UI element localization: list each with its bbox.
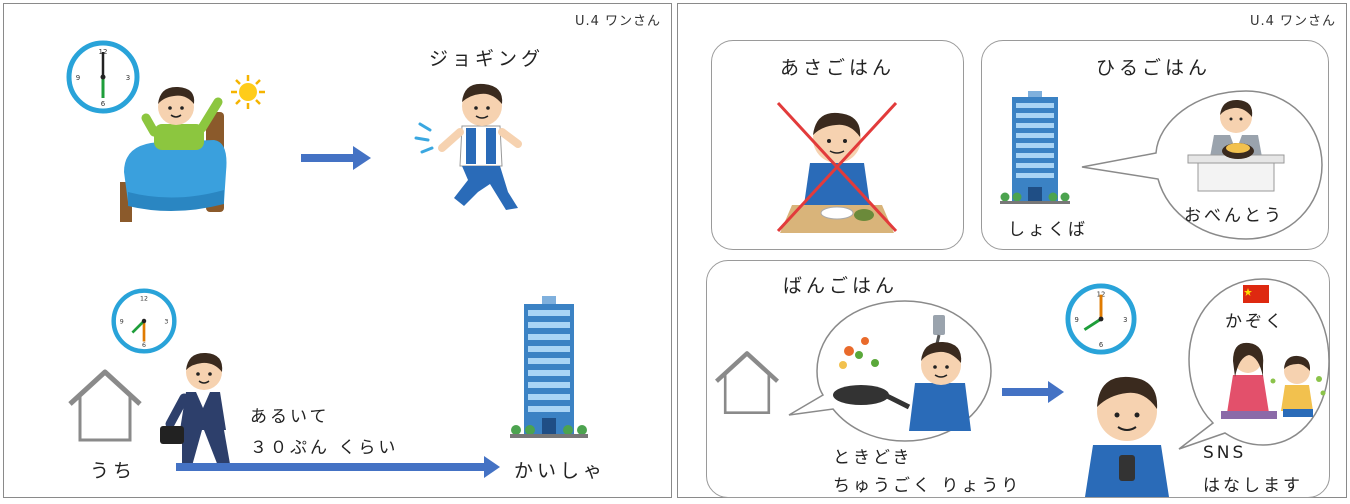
sns-label: SNS: [1203, 443, 1247, 463]
sun-icon: [231, 75, 265, 109]
lunch-box: ひるごはん しょくば: [981, 40, 1329, 250]
office-building-icon: [510, 296, 588, 438]
lunch-label: ひるごはん: [1096, 57, 1212, 79]
home-label: うち: [90, 460, 137, 482]
svg-text:6: 6: [1099, 341, 1103, 349]
eating-bento-illustration: [1187, 99, 1285, 192]
jogging-label: ジョギング: [429, 48, 545, 70]
arrow-right-icon: [1002, 381, 1064, 403]
house-icon: [715, 351, 779, 414]
waking-up-illustration: [120, 86, 227, 222]
commuting-man-illustration: [160, 352, 230, 466]
svg-text:3: 3: [1123, 316, 1127, 324]
breakfast-box: あさごはん: [711, 40, 964, 250]
arrow-right-icon: [301, 146, 371, 170]
svg-text:9: 9: [120, 319, 124, 326]
chinese-food-label: ちゅうごく りょうり: [833, 476, 1022, 496]
right-panel: U.4 ワンさん あさごはん ひるごはん: [677, 3, 1347, 498]
svg-text:3: 3: [164, 319, 168, 326]
walk-text-line2: ３０ぷん くらい: [250, 438, 399, 458]
svg-text:12: 12: [140, 295, 148, 302]
walk-text-line1: あるいて: [250, 407, 330, 427]
office-building-icon: [1000, 91, 1070, 204]
workplace-label: しょくば: [1008, 220, 1088, 240]
china-flag-icon: [1243, 285, 1269, 303]
svg-text:6: 6: [101, 100, 106, 108]
skipped-breakfast-illustration: [776, 101, 898, 233]
svg-text:6: 6: [142, 342, 146, 349]
clock-icon: 12 3 6 9: [1065, 283, 1137, 355]
left-panel: U.4 ワンさん 12 3 6 9: [3, 3, 672, 498]
svg-text:12: 12: [1097, 291, 1106, 299]
breakfast-label: あさごはん: [780, 57, 896, 79]
clock-icon: 12 3 6 9: [111, 288, 177, 354]
dinner-label: ばんごはん: [783, 275, 899, 297]
sometimes-label: ときどき: [833, 448, 913, 468]
family-label: かぞく: [1225, 312, 1285, 332]
dinner-box: ばんごはん ときどき ちゅうごく りょうり: [706, 260, 1330, 498]
bento-label: おべんとう: [1184, 206, 1284, 226]
house-icon: [68, 369, 142, 442]
phone-user-illustration: [1085, 376, 1169, 497]
unit-label: U.4 ワンさん: [574, 14, 661, 29]
company-label: かいしゃ: [514, 460, 607, 482]
jogging-illustration: [414, 83, 522, 210]
svg-text:9: 9: [76, 74, 80, 82]
arrow-right-icon: [176, 456, 500, 478]
family-illustration: [1221, 342, 1326, 419]
svg-text:9: 9: [1075, 316, 1079, 324]
unit-label: U.4 ワンさん: [1249, 14, 1336, 29]
cooking-illustration: [833, 315, 971, 431]
svg-text:3: 3: [126, 74, 130, 82]
talk-label: はなします: [1203, 476, 1303, 496]
